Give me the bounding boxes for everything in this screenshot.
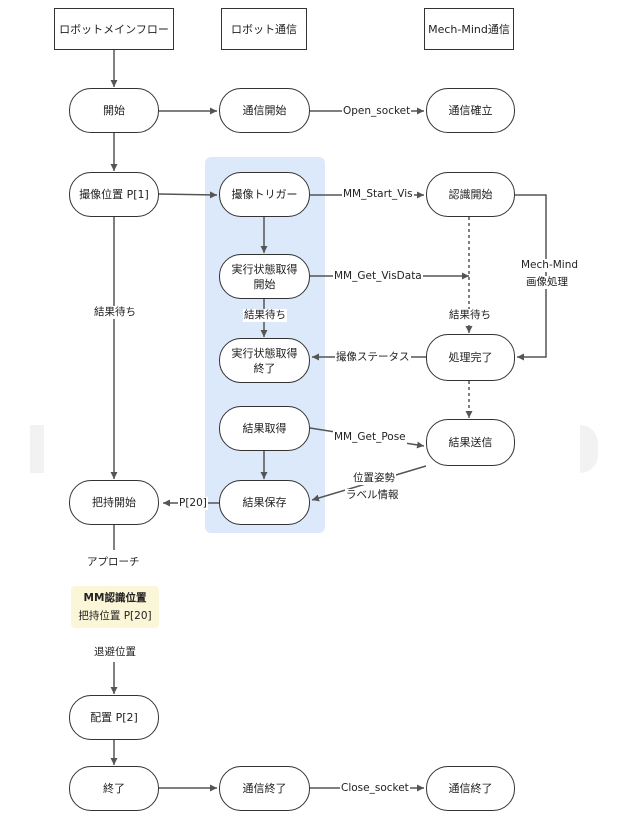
node-grasp-start: 把持開始 — [69, 480, 159, 525]
node-start: 開始 — [69, 88, 159, 133]
label-approach: アプローチ — [87, 556, 140, 568]
node-result-get: 結果取得 — [219, 406, 310, 451]
watermark-left — [30, 425, 44, 473]
node-result-save: 結果保存 — [219, 480, 310, 525]
label-mm-get-pose: MM_Get_Pose — [333, 431, 407, 444]
node-end: 終了 — [69, 766, 159, 811]
node-result-send: 結果送信 — [426, 419, 515, 466]
note-title: MM認識位置 — [83, 592, 147, 604]
label-pose-position: 位置姿勢 — [352, 472, 396, 485]
node-capture-trigger: 撮像トリガー — [219, 172, 310, 217]
label-mm-start-vis: MM_Start_Vis — [342, 188, 414, 201]
node-processing-done: 処理完了 — [426, 334, 515, 381]
node-place: 配置 P[2] — [69, 695, 159, 740]
label-mechmind: Mech-Mind — [520, 259, 580, 272]
label-capture-status: 撮像ステータス — [335, 351, 411, 364]
header-robot-main-flow: ロボットメインフロー — [54, 8, 174, 50]
label-mm-get-visdata: MM_Get_VisData — [333, 270, 423, 283]
label-wait-result-mm: 結果待ち — [448, 309, 492, 322]
node-comm-end-mm: 通信終了 — [426, 766, 515, 811]
label-close-socket: Close_socket — [340, 782, 410, 795]
mm-recognition-note — [71, 586, 159, 628]
note-subtitle: 把持位置 P[20] — [78, 610, 152, 622]
node-capture-position: 撮像位置 P[1] — [69, 172, 159, 217]
label-retreat-position: 退避位置 — [94, 646, 136, 658]
label-label-info: ラベル情報 — [345, 489, 400, 502]
node-exec-status-start: 実行状態取得 開始 — [219, 254, 310, 299]
label-p20: P[20] — [178, 497, 208, 510]
label-image-processing: 画像処理 — [525, 276, 569, 289]
watermark-right — [580, 425, 598, 473]
node-comm-end-robot: 通信終了 — [219, 766, 310, 811]
label-open-socket: Open_socket — [342, 105, 412, 118]
label-wait-result-main: 結果待ち — [93, 306, 137, 319]
label-wait-result-robot: 結果待ち — [243, 309, 287, 322]
node-exec-status-end: 実行状態取得 終了 — [219, 338, 310, 383]
node-comm-start: 通信開始 — [219, 88, 310, 133]
header-robot-comm: ロボット通信 — [221, 8, 307, 50]
node-recognition-start: 認識開始 — [426, 172, 515, 217]
header-mechmind-comm: Mech-Mind通信 — [424, 8, 514, 50]
node-comm-established: 通信確立 — [426, 88, 515, 133]
edge-capture-position-to-trigger — [158, 191, 218, 199]
